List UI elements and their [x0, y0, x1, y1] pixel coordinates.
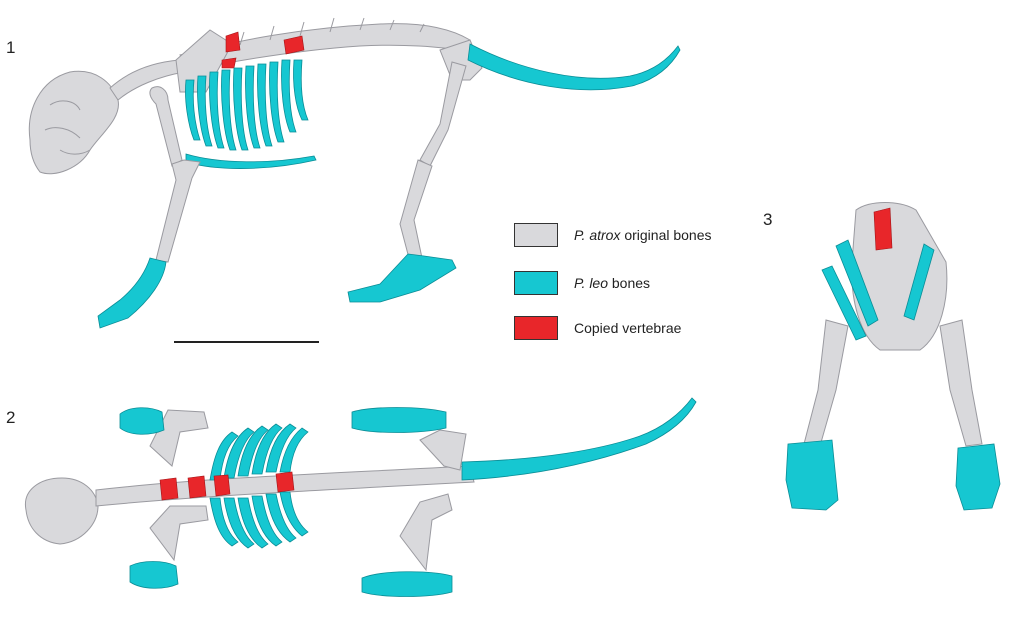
panel-label-3: 3 [763, 210, 772, 230]
panel-label-1: 1 [6, 38, 15, 58]
hind-paw-dorsal-lower [362, 572, 452, 597]
legend-item-original: P. atrox original bones [514, 222, 712, 248]
hindlimb-upper-dorsal [420, 430, 466, 470]
tail-dorsal [462, 398, 696, 480]
legend-label-leo: P. leo bones [574, 275, 650, 291]
femur-lateral [420, 62, 466, 166]
legend-label-original-text: original bones [620, 227, 711, 243]
sternum-lateral [186, 154, 316, 169]
tibia-lateral [400, 160, 432, 262]
radius-ulna-lateral [156, 160, 200, 262]
hind-paw-dorsal-upper [352, 408, 446, 433]
legend-label-original: P. atrox original bones [574, 227, 712, 243]
hindlimb-lower-dorsal [400, 494, 452, 570]
front-paw-lateral [98, 258, 166, 328]
skull-dorsal [25, 478, 98, 544]
tail-lateral [468, 44, 680, 90]
right-leg-front [940, 320, 982, 446]
front-paw-dorsal-upper [120, 408, 164, 435]
hind-paw-lateral [348, 254, 456, 302]
front-paw-dorsal-lower [130, 562, 178, 589]
legend-label-copied: Copied vertebrae [574, 320, 681, 336]
left-leg-front [804, 320, 848, 446]
forelimb-lower-dorsal [150, 506, 208, 560]
neck-vertebrae-lateral [110, 60, 185, 100]
legend-item-copied: Copied vertebrae [514, 315, 681, 341]
legend-swatch-leo [514, 271, 558, 295]
legend-swatch-copied [514, 316, 558, 340]
scale-bar [174, 341, 319, 343]
right-front-paw-front [956, 444, 1000, 510]
legend-label-leo-species: P. leo [574, 275, 608, 291]
left-front-paw-front [786, 440, 838, 510]
humerus-lateral [150, 87, 182, 166]
copied-vertebrae-front [874, 208, 892, 250]
panel-label-2: 2 [6, 408, 15, 428]
dorsal-view-skeleton [25, 398, 696, 597]
legend-label-original-species: P. atrox [574, 227, 620, 243]
skull-lateral [29, 71, 118, 173]
copied-vertebra-3 [222, 58, 236, 68]
legend-swatch-original [514, 223, 558, 247]
copied-vertebra-1 [226, 32, 240, 52]
legend-item-leo: P. leo bones [514, 270, 650, 296]
torso-front [852, 203, 947, 351]
front-view-skeleton [786, 203, 1000, 511]
legend-label-leo-text: bones [608, 275, 650, 291]
